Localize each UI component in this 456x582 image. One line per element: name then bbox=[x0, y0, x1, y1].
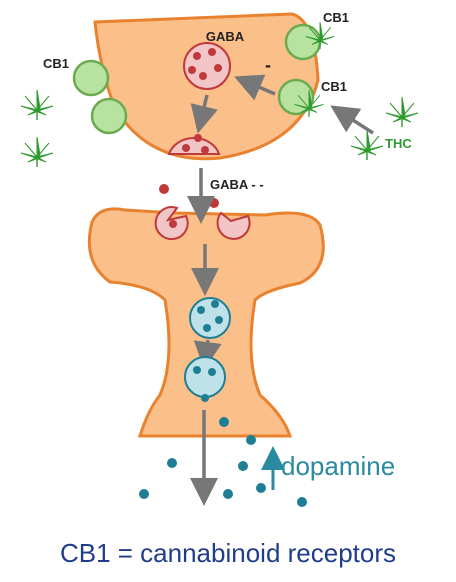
cb1-top-right-label: CB1 bbox=[323, 10, 349, 25]
dopamine-vesicle bbox=[184, 356, 226, 398]
gaba-label: GABA bbox=[206, 29, 245, 44]
cannabis-leaf-icon bbox=[20, 89, 54, 121]
dopamine-molecule bbox=[139, 489, 149, 499]
vesicle-transport-arrow bbox=[190, 94, 218, 134]
dopamine-molecule bbox=[197, 306, 205, 314]
cb1-receptor-top-right bbox=[284, 23, 322, 61]
cb1-receptor-mid-right bbox=[277, 78, 315, 116]
dopamine-molecule bbox=[219, 417, 229, 427]
dopamine-molecule bbox=[256, 483, 266, 493]
gaba-molecule bbox=[194, 134, 202, 142]
cannabis-leaf-icon bbox=[385, 96, 419, 128]
cannabis-leaf-icon bbox=[20, 136, 54, 168]
gaba-vesicle bbox=[183, 42, 231, 90]
gaba-receptor-right bbox=[216, 211, 251, 240]
gaba-molecule bbox=[208, 48, 216, 56]
dopamine-vesicle-arrow bbox=[193, 339, 222, 370]
cb1-inhibits-gaba-arrow bbox=[234, 74, 276, 101]
cb1-receptor-left-lower bbox=[90, 97, 128, 135]
cannabis-leaf-icon bbox=[350, 129, 384, 161]
cb1-left-label: CB1 bbox=[43, 56, 69, 71]
dopamine-molecule bbox=[208, 368, 216, 376]
gaba-molecule bbox=[199, 72, 207, 80]
dopamine-label: dopamine bbox=[281, 451, 395, 481]
gaba-molecule-bound bbox=[169, 220, 177, 228]
cb1-receptor-left-upper bbox=[72, 59, 110, 97]
gaba-molecule bbox=[209, 198, 219, 208]
dopamine-vesicle bbox=[189, 297, 231, 339]
cb1-mid-right-label: CB1 bbox=[321, 79, 347, 94]
dopamine-molecule bbox=[223, 489, 233, 499]
gaba-molecule bbox=[182, 144, 190, 152]
inhibition-minus-sign: - bbox=[265, 55, 271, 75]
thc-to-cb1-arrow bbox=[330, 105, 374, 135]
gaba-molecule bbox=[188, 66, 196, 74]
gaba-molecule bbox=[214, 64, 222, 72]
dopamine-molecule bbox=[238, 461, 248, 471]
dopamine-molecule bbox=[201, 394, 209, 402]
dopamine-molecule bbox=[167, 458, 177, 468]
dopamine-molecule bbox=[246, 435, 256, 445]
gaba-molecule bbox=[159, 184, 169, 194]
dopamine-molecule bbox=[211, 300, 219, 308]
thc-label: THC bbox=[385, 136, 412, 151]
dopamine-molecule bbox=[215, 316, 223, 324]
dopamine-molecule bbox=[203, 324, 211, 332]
reduced-gaba-label: GABA - - bbox=[210, 177, 264, 192]
legend-caption: CB1 = cannabinoid receptors bbox=[60, 538, 396, 568]
dopamine-molecule bbox=[297, 497, 307, 507]
gaba-molecule bbox=[193, 52, 201, 60]
dopamine-molecule bbox=[193, 366, 201, 374]
gaba-molecule bbox=[201, 146, 209, 154]
